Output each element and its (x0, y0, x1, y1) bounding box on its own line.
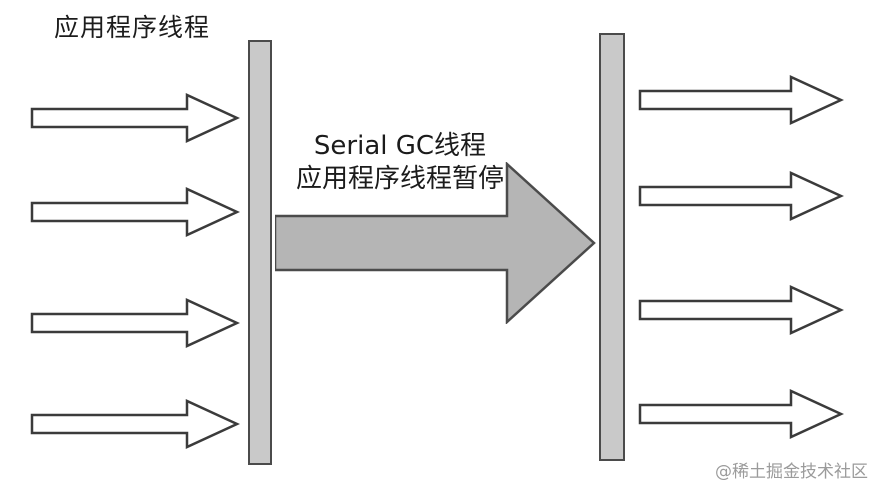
app-thread-arrow-left-4 (30, 399, 240, 449)
gc-label-line1: Serial GC线程 (313, 131, 487, 161)
gc-arrow-shape (275, 162, 596, 324)
arrow-shape (638, 171, 844, 221)
app-threads-title: 应用程序线程 (54, 13, 211, 42)
arrow-shape (638, 75, 844, 125)
arrow-shape (30, 399, 240, 449)
app-thread-arrow-left-1 (30, 93, 240, 143)
arrow-shape (30, 93, 240, 143)
serial-gc-arrow (275, 162, 596, 324)
arrow-shape (638, 285, 844, 335)
arrow-shape (30, 298, 240, 348)
app-thread-arrow-right-1 (638, 75, 844, 125)
app-thread-arrow-right-3 (638, 285, 844, 335)
arrow-shape (638, 389, 844, 439)
pause-barrier-right (599, 33, 625, 461)
app-thread-arrow-right-4 (638, 389, 844, 439)
gc-label-line2: 应用程序线程暂停 (295, 164, 504, 195)
app-thread-arrow-right-2 (638, 171, 844, 221)
app-thread-arrow-left-2 (30, 187, 240, 237)
arrow-shape (30, 187, 240, 237)
app-thread-arrow-left-3 (30, 298, 240, 348)
gc-label: Serial GC线程 应用程序线程暂停 (268, 130, 532, 197)
watermark-text: @稀土掘金技术社区 (715, 462, 868, 482)
pause-barrier-left (248, 40, 272, 465)
